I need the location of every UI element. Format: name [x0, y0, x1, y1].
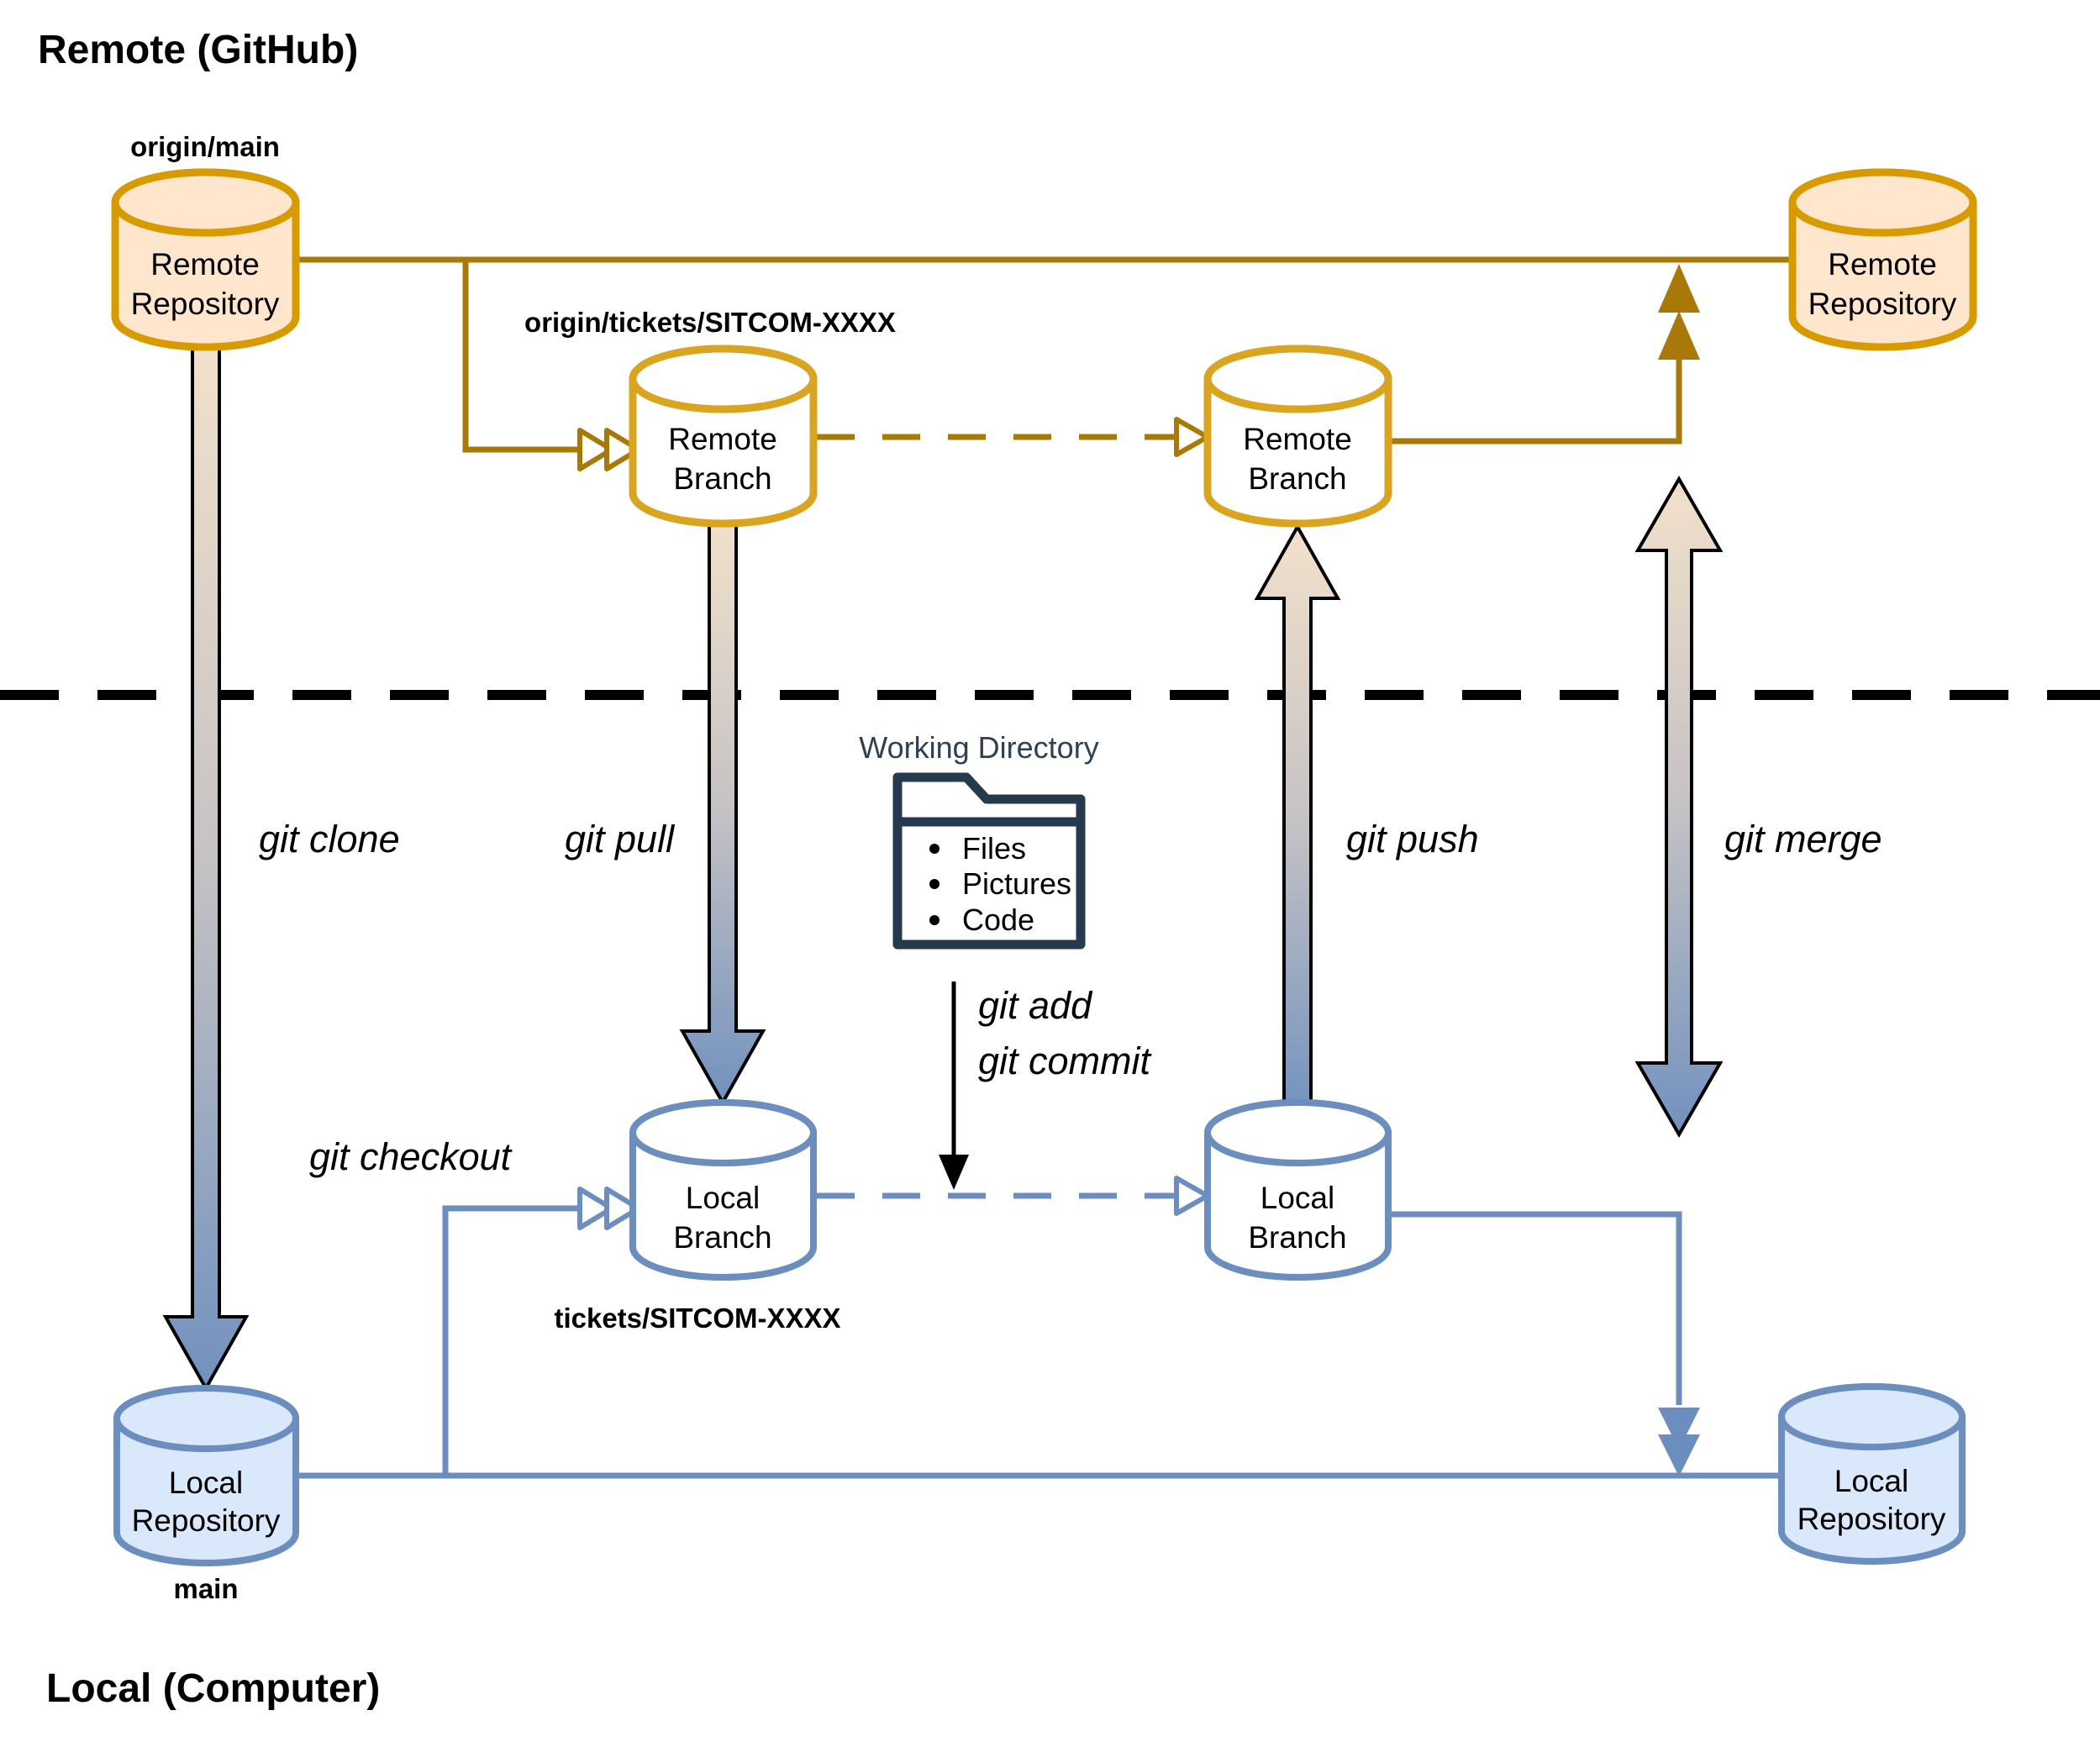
remote-connectors: [296, 256, 1794, 471]
git-checkout-label: git checkout: [309, 1135, 513, 1178]
working-directory: Working Directory Files Pictures Code: [859, 730, 1099, 950]
local-repository-main-label-line2: Repository: [132, 1503, 281, 1538]
local-repository-main: Local Repository main: [113, 1385, 299, 1604]
remote-branch-2-label-line2: Branch: [1248, 461, 1346, 496]
git-pull-arrow: [679, 515, 766, 1107]
local-repository-main-cylinder-top: [113, 1385, 299, 1452]
local-branch-1-cylinder-top: [629, 1099, 817, 1166]
local-branch-2-cylinder-top: [1204, 1099, 1392, 1166]
local-connectors: [296, 1176, 1782, 1479]
remote-branch-2-cylinder-top: [1203, 345, 1392, 413]
local-branch-progress-chevron: [1174, 1176, 1210, 1216]
remote-branch-1-label-line2: Branch: [673, 461, 771, 496]
git-add-commit-arrowhead: [939, 1155, 969, 1190]
local-merge-return-arrowhead-1: [1658, 1408, 1700, 1450]
branch-creation-chevron-2: [604, 428, 641, 471]
remote-branch-2-label-line1: Remote: [1243, 422, 1352, 456]
local-merge-return-arrowhead-2: [1658, 1434, 1700, 1476]
remote-branch-1-cylinder-top: [629, 345, 818, 413]
remote-merge-return-line: [1388, 353, 1682, 445]
working-directory-item-pictures: Pictures: [962, 866, 1071, 901]
local-zone-heading: Local (Computer): [46, 1666, 380, 1711]
local-repository-merged: Local Repository: [1778, 1383, 1966, 1565]
git-merge-label: git merge: [1724, 818, 1882, 860]
local-branch-2: Local Branch: [1204, 1099, 1392, 1281]
git-push-arrow: [1254, 523, 1341, 1121]
local-repository-main-label-line1: Local: [169, 1466, 243, 1500]
checkout-line: [442, 1205, 584, 1476]
git-clone-arrow: [162, 343, 250, 1392]
working-directory-item-files: Files: [962, 831, 1026, 866]
remote-zone-heading: Remote (GitHub): [38, 28, 358, 72]
git-pull-label: git pull: [565, 818, 676, 860]
git-push-label: git push: [1346, 818, 1479, 860]
code-bullet: [929, 915, 939, 925]
files-bullet: [929, 844, 939, 854]
remote-merge-return-arrowhead-2: [1658, 311, 1700, 360]
remote-branch-1: Remote Branch origin/tickets/SITCOM-XXXX: [524, 307, 896, 528]
remote-branch-1-label-line1: Remote: [668, 422, 777, 456]
remote-repository-main-cylinder-top: [111, 168, 300, 237]
remote-repository-merged-cylinder-top: [1788, 168, 1977, 237]
remote-repository-merged: Remote Repository: [1788, 168, 1977, 351]
checkout-chevron-1: [577, 1187, 614, 1230]
origin-tickets-tag: origin/tickets/SITCOM-XXXX: [524, 307, 896, 338]
git-commit-label: git commit: [978, 1039, 1153, 1082]
tickets-sitcom-tag: tickets/SITCOM-XXXX: [554, 1303, 840, 1334]
local-branch-1-label-line1: Local: [686, 1181, 760, 1215]
local-branch-2-label-line1: Local: [1261, 1181, 1334, 1215]
git-add-label: git add: [978, 984, 1093, 1027]
remote-repository-main-label-line2: Repository: [131, 287, 280, 321]
working-directory-title: Working Directory: [859, 730, 1098, 765]
pictures-bullet: [929, 879, 939, 889]
origin-main-tag: origin/main: [130, 131, 280, 162]
remote-branch-2: Remote Branch: [1203, 345, 1392, 528]
local-repository-merged-label-line1: Local: [1834, 1464, 1908, 1498]
local-branch-2-label-line2: Branch: [1248, 1220, 1346, 1255]
remote-repository-main-label-line1: Remote: [150, 247, 260, 282]
working-directory-item-code: Code: [962, 903, 1034, 937]
checkout-chevron-2: [604, 1187, 641, 1230]
remote-branch-progress-chevron: [1174, 417, 1210, 457]
branch-creation-chevron-1: [577, 428, 614, 471]
branch-creation-line: [462, 260, 584, 453]
local-branch-1: Local Branch tickets/SITCOM-XXXX: [554, 1099, 841, 1334]
local-branch-1-label-line2: Branch: [673, 1220, 771, 1255]
main-tag: main: [173, 1573, 238, 1604]
remote-repository-merged-label-line1: Remote: [1828, 247, 1937, 282]
remote-repository-merged-label-line2: Repository: [1808, 287, 1957, 321]
local-merge-return-line: [1388, 1211, 1682, 1405]
remote-repository-main: Remote Repository origin/main: [111, 131, 300, 351]
local-repository-merged-label-line2: Repository: [1797, 1502, 1946, 1536]
remote-merge-return-arrowhead-1: [1658, 264, 1700, 313]
local-repository-merged-cylinder-top: [1778, 1383, 1966, 1450]
git-merge-arrow: [1634, 475, 1724, 1139]
git-clone-label: git clone: [259, 818, 400, 860]
